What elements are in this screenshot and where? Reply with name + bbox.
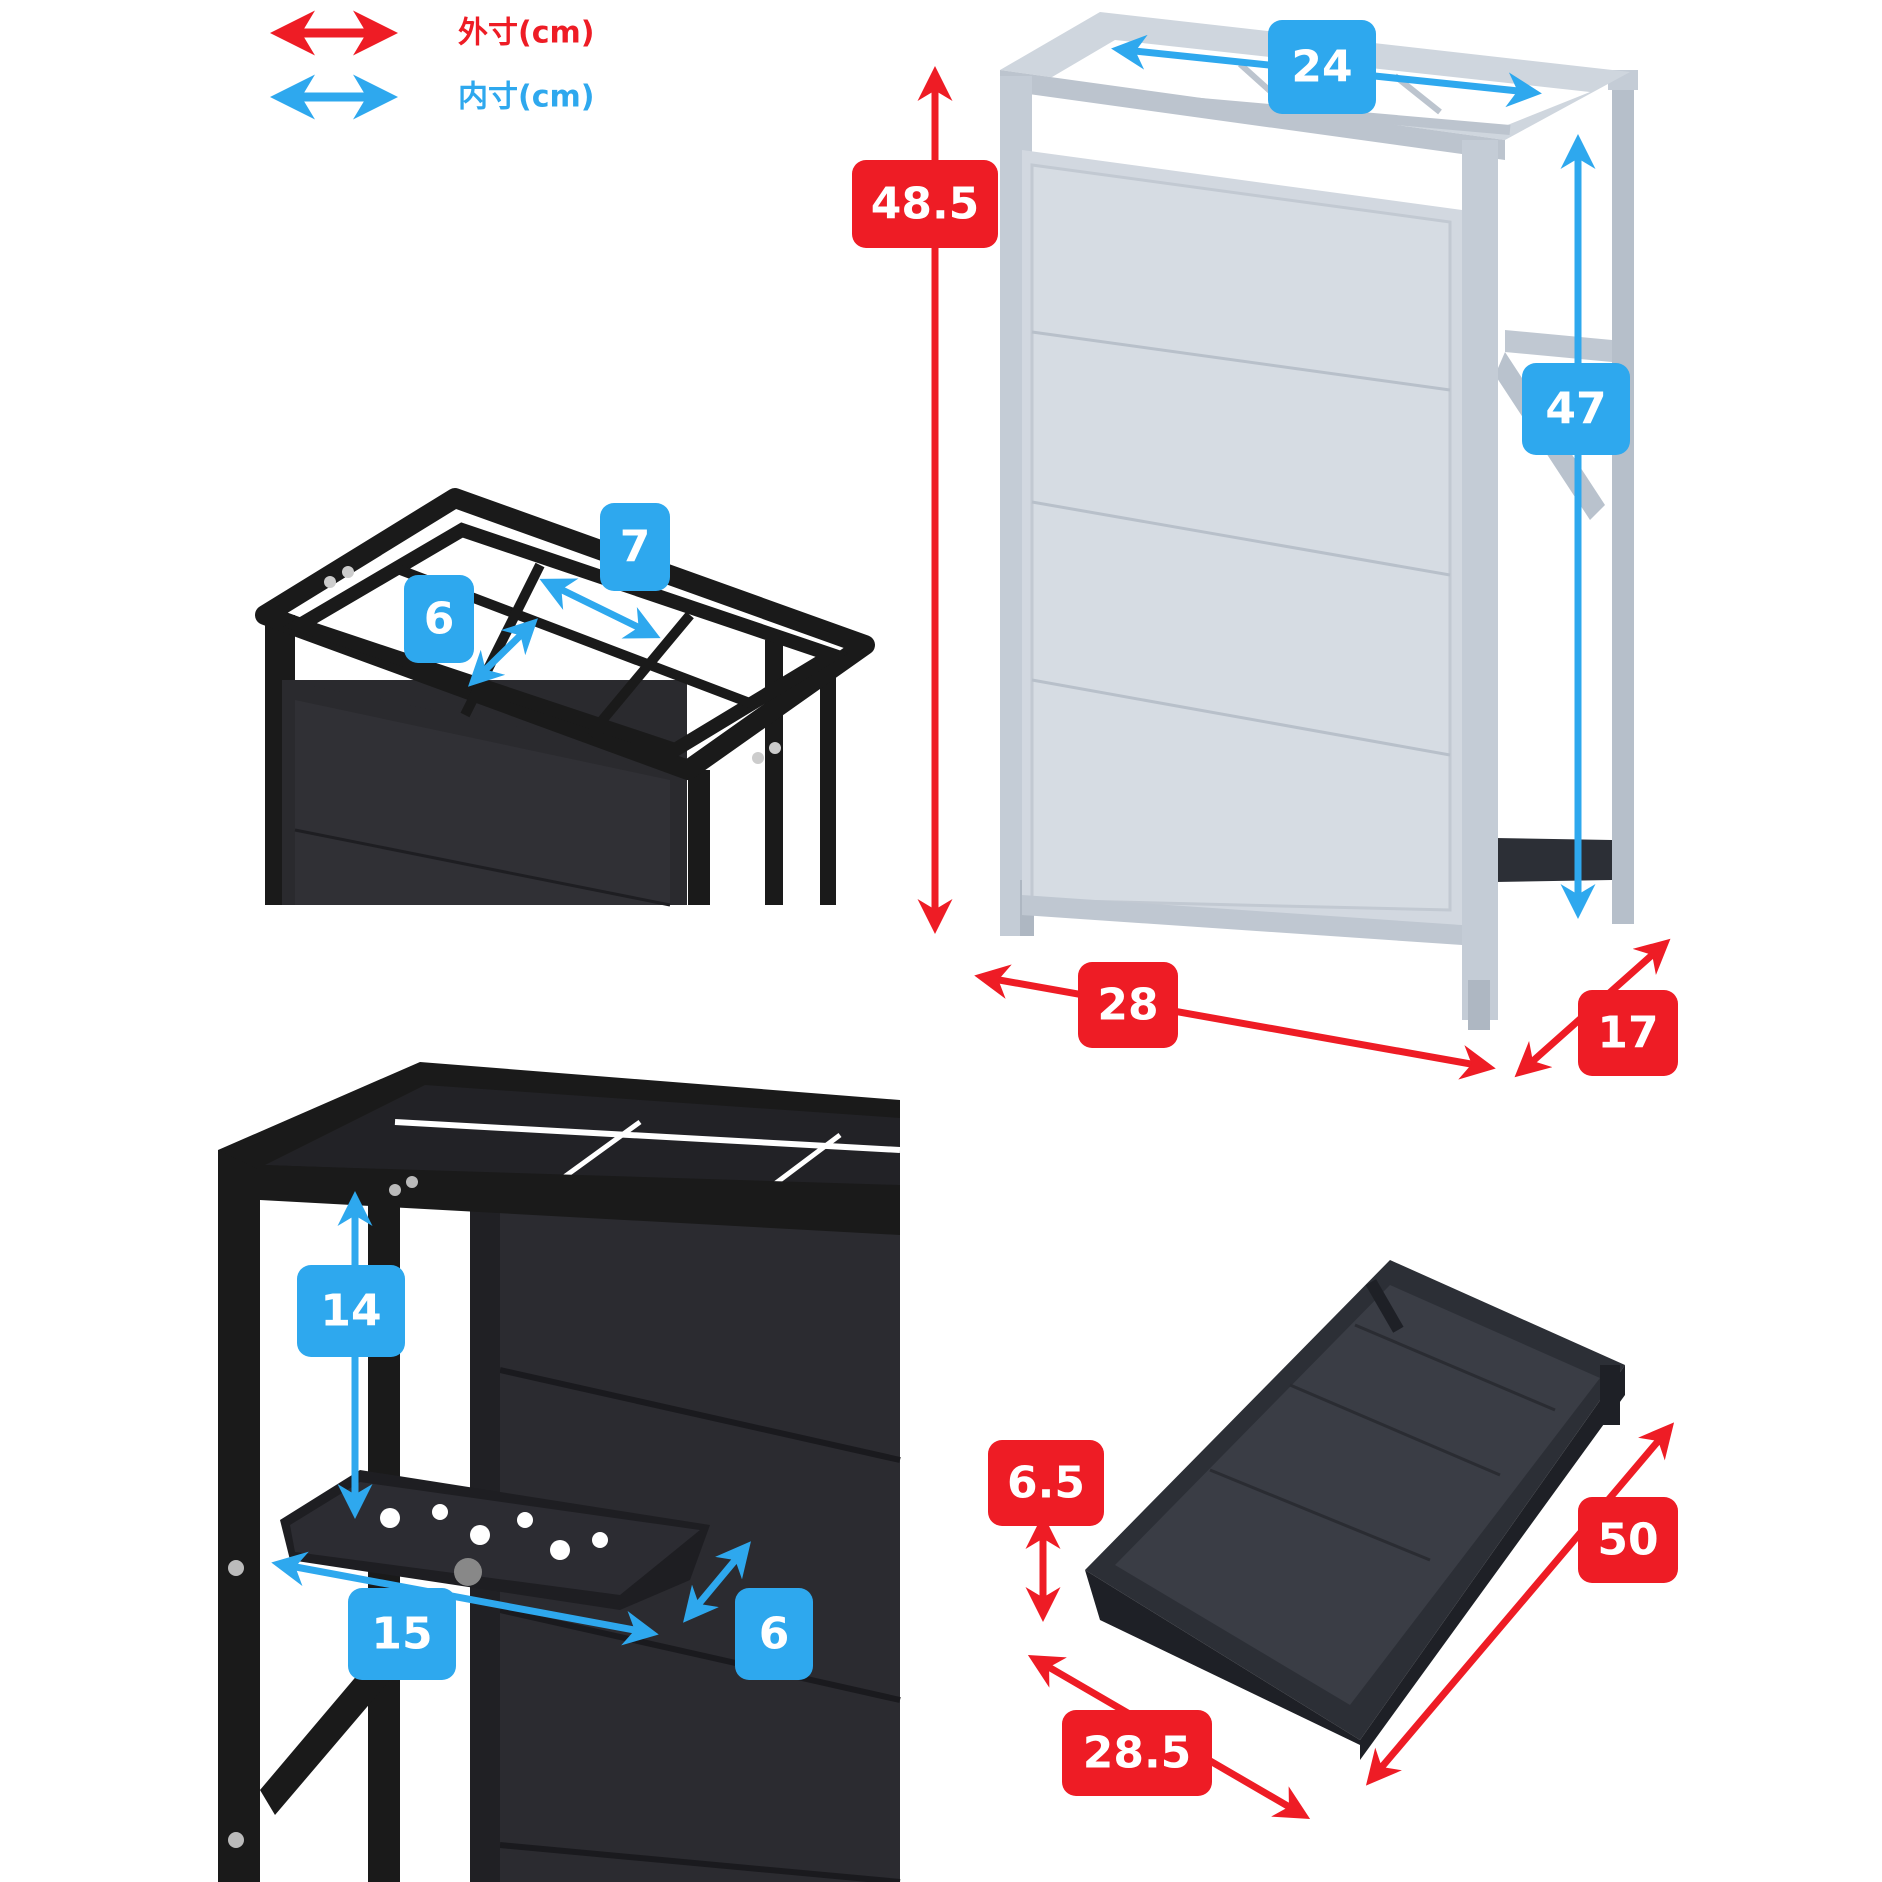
label-outer-height: 48.5 — [852, 160, 998, 248]
label-tray-height: 6.5 — [988, 1440, 1104, 1526]
arrow-grid-short — [468, 618, 538, 687]
label-grid-short-text: 6 — [424, 594, 455, 645]
label-outer-width: 28 — [1078, 962, 1178, 1048]
arrow-outer-width — [974, 964, 1496, 1080]
label-tray-height-text: 6.5 — [1007, 1458, 1085, 1509]
label-outer-depth: 17 — [1578, 990, 1678, 1076]
label-tray-width-text: 28.5 — [1083, 1728, 1192, 1779]
label-tray-length-text: 50 — [1597, 1515, 1658, 1566]
label-outer-height-text: 48.5 — [871, 179, 980, 230]
label-outer-depth-text: 17 — [1597, 1008, 1658, 1059]
label-tray-width: 28.5 — [1062, 1710, 1212, 1796]
arrow-grid-long — [539, 578, 661, 639]
legend-outer-label: 外寸(cm) — [458, 16, 594, 51]
label-tray-length: 50 — [1578, 1497, 1678, 1583]
label-inner-width-text: 24 — [1291, 42, 1352, 93]
label-holder-length-text: 15 — [371, 1609, 432, 1660]
label-grid-long: 7 — [600, 503, 670, 591]
arrow-holder-depth — [683, 1541, 751, 1623]
label-holder-clearance-text: 14 — [320, 1286, 381, 1337]
label-inner-height-text: 47 — [1545, 384, 1606, 435]
label-inner-height: 47 — [1522, 363, 1630, 455]
label-holder-clearance: 14 — [297, 1265, 405, 1357]
dimension-labels: 48.5 28 17 6.5 28.5 50 24 47 — [297, 20, 1678, 1796]
legend: 外寸(cm) 内寸(cm) — [270, 10, 594, 120]
label-grid-short: 6 — [404, 575, 474, 663]
grey-stand-product-photo — [1000, 12, 1638, 1030]
label-holder-length: 15 — [348, 1588, 456, 1680]
label-inner-width: 24 — [1268, 20, 1376, 114]
label-outer-width-text: 28 — [1097, 980, 1158, 1031]
black-stand-top-grid-photo — [255, 488, 875, 907]
arrow-tray-length — [1365, 1422, 1675, 1786]
black-stand-holder-closeup-photo — [218, 1062, 901, 1882]
drip-tray-photo — [1085, 1260, 1625, 1760]
label-grid-long-text: 7 — [620, 522, 651, 573]
label-holder-depth: 6 — [735, 1588, 813, 1680]
arrow-holder-length — [271, 1551, 659, 1646]
legend-inner-label: 内寸(cm) — [458, 80, 594, 115]
label-holder-depth-text: 6 — [759, 1609, 790, 1660]
